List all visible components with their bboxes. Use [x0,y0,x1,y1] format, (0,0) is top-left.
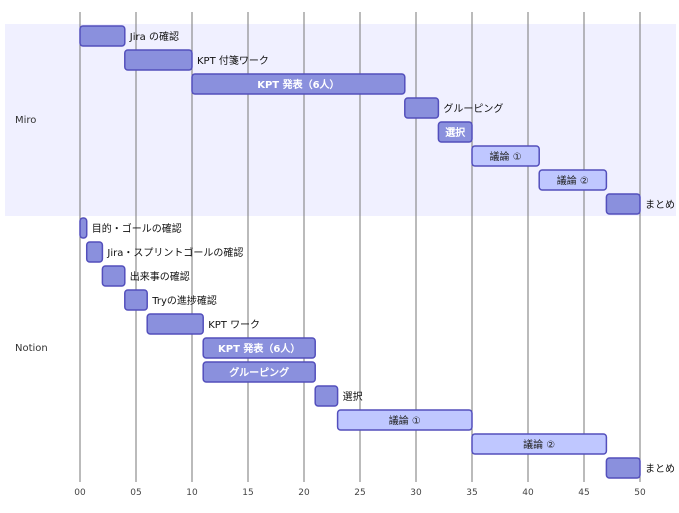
x-tick-label: 00 [74,488,86,498]
task-bar[interactable] [146,313,204,335]
task-label: KPT 付箋ワーク [197,54,269,67]
task-label: 選択 [343,390,363,403]
task-label: 議論 ① [389,414,421,427]
x-tick-label: 20 [298,488,310,498]
task-bar[interactable] [314,385,339,407]
x-axis: 00 05 10 15 20 25 30 35 40 45 50 [74,488,646,498]
task-bar[interactable] [85,241,104,263]
task-bar[interactable] [79,217,88,239]
task-bar[interactable] [471,145,540,167]
x-tick-label: 35 [466,488,477,498]
task-label: 選択 [445,126,466,139]
task-bar[interactable] [404,97,440,119]
task-label: まとめ [645,463,675,475]
x-tick-label: 25 [354,488,365,498]
task-bar[interactable] [124,49,193,71]
x-tick-label: 05 [130,488,141,498]
task-label: KPT 発表（6人） [257,78,339,91]
task-label: 目的・ゴールの確認 [92,222,182,235]
section-bands [5,24,676,480]
task-bar[interactable] [605,457,641,479]
task-bar[interactable] [202,337,316,359]
x-tick-label: 50 [634,488,646,498]
task-label: 議論 ① [490,150,522,163]
task-bar[interactable] [124,289,148,311]
task-bar[interactable] [202,361,316,383]
task-label: KPT ワーク [208,319,260,331]
task-bar[interactable] [538,169,608,191]
task-label: まとめ [645,199,675,211]
x-tick-label: 15 [242,488,253,498]
task-label: グルーピング [443,102,503,115]
task-bar[interactable] [605,193,641,215]
task-label: 出来事の確認 [130,270,190,283]
task-label: 議論 ② [523,438,555,451]
task-label: 議論 ② [557,174,589,187]
task-bar[interactable] [101,265,126,287]
task-label: グルーピング [229,366,289,379]
task-bar[interactable] [471,433,608,455]
task-label: Tryの進捗確認 [151,294,217,307]
x-tick-label: 30 [410,488,422,498]
task-bar[interactable] [79,25,126,47]
task-label: Jira の確認 [129,30,179,43]
section-label: Miro [15,115,36,126]
task-label: Jira・スプリントゴールの確認 [106,246,243,259]
task-bar[interactable] [336,409,473,431]
x-tick-label: 10 [186,488,198,498]
task-bar[interactable] [191,73,406,95]
section-label: Notion [15,343,48,354]
task-bar[interactable] [437,121,473,143]
task-label: KPT 発表（6人） [218,342,300,355]
x-tick-label: 40 [522,488,534,498]
x-tick-label: 45 [578,488,589,498]
